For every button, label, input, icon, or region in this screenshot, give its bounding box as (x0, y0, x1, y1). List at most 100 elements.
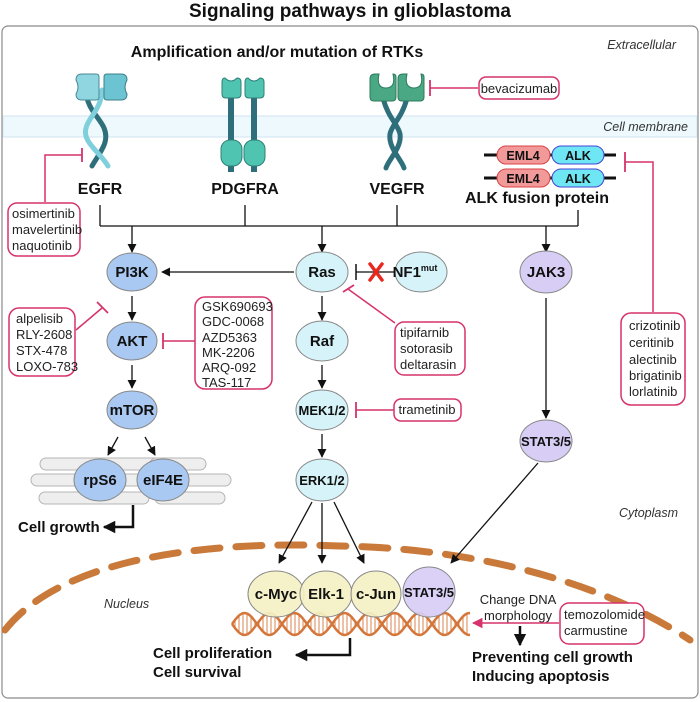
inhibit-line-alk (625, 161, 654, 312)
receptor-label-vegfr: VEGFR (369, 181, 425, 198)
pdgfra-receptor-icon (220, 77, 266, 172)
drug-alpelisib: alpelisib (16, 311, 63, 326)
receptor-label-pdgfra: PDGFRA (211, 181, 279, 198)
arrow-mtor-to-rps6 (107, 436, 119, 456)
drug-ceritinib: ceritinib (629, 335, 674, 350)
node-akt (106, 321, 158, 361)
node-mek (295, 389, 349, 431)
fusion-part-eml4-1: EML4 (506, 149, 539, 163)
node-label-elk1: Elk-1 (308, 586, 344, 603)
nf1-text: NF1 (393, 264, 421, 281)
node-label-pi3k: PI3K (115, 264, 149, 281)
node-stat-nucleus (402, 566, 456, 618)
drug-box-alk (620, 312, 686, 406)
drug-stx-478: STX-478 (16, 343, 67, 358)
node-label-mtor: mTOR (110, 402, 155, 419)
ribosome-icon (30, 457, 232, 505)
note-change-dna: Change DNA (480, 592, 557, 607)
drug-carmustine: carmustine (564, 623, 628, 638)
node-label-jak3: JAK3 (527, 264, 565, 281)
node-label-cmyc: c-Myc (255, 586, 298, 603)
arrow-to-proliferation (294, 638, 352, 662)
node-label-cjun: c-Jun (356, 586, 396, 603)
fusion-part-alk-2: ALK (565, 172, 591, 186)
drug-osimertinib: osimertinib (12, 206, 75, 221)
node-eif4e (136, 458, 190, 502)
region-nucleus-label: Nucleus (104, 597, 149, 611)
node-jak3 (519, 250, 573, 294)
drug-gdc-0068: GDC-0068 (202, 314, 264, 329)
alk-fusion-label: ALK fusion protein (465, 190, 609, 207)
drug-temozolomide: temozolomide (564, 607, 645, 622)
drug-box-bevacizumab (478, 76, 560, 100)
region-membrane-label: Cell membrane (603, 120, 688, 134)
drug-mavelertinib: mavelertinib (12, 222, 82, 237)
inhibit-line-ras (347, 288, 396, 324)
drug-alectinib: alectinib (629, 352, 677, 367)
drug-lorlatinib: lorlatinib (629, 384, 677, 399)
drug-azd5363: AZD5363 (202, 330, 257, 345)
drug-loxo-783: LOXO-783 (16, 359, 78, 374)
note-morphology: morphology (484, 608, 552, 623)
arrow-mtor-to-eif4e (144, 436, 156, 456)
drug-box-akt (194, 296, 273, 390)
inhibit-line-egfr (44, 154, 82, 202)
node-label-nf1: NF1mut (393, 263, 438, 281)
fusion-part-eml4-2: EML4 (506, 172, 539, 186)
outcome-preventing-growth: Preventing cell growth (472, 649, 633, 666)
node-label-raf: Raf (310, 333, 335, 350)
node-label-erk: ERK1/2 (299, 473, 345, 488)
drug-tas-117: TAS-117 (202, 375, 251, 390)
drug-box-dna (559, 602, 645, 645)
arrow-to-cell-growth (102, 505, 135, 534)
outcome-proliferation: Cell proliferation (153, 645, 272, 662)
drug-deltarasin: deltarasin (400, 357, 456, 372)
arrow-stat-to-nucleus (450, 462, 539, 564)
drug-naquotinib: naquotinib (12, 238, 72, 253)
fusion-part-alk-1: ALK (565, 149, 591, 163)
drug-arq-092: ARQ-092 (202, 360, 256, 375)
nuclear-envelope (1, 541, 694, 644)
receptor-label-egfr: EGFR (78, 181, 123, 198)
drug-rly-2608: RLY-2608 (16, 327, 72, 342)
inhibit-line-pi3k (75, 307, 103, 331)
drug-box-pi3k (8, 307, 76, 377)
drug-box-ras (394, 321, 466, 376)
rtk-subtitle: Amplification and/or mutation of RTKs (131, 44, 424, 61)
outcome-apoptosis: Inducing apoptosis (472, 668, 610, 685)
node-rps6 (73, 458, 127, 502)
inhibit-bar-pi3k (96, 301, 109, 314)
vegfr-receptor-icon (369, 73, 425, 171)
node-ras (295, 251, 349, 293)
region-cytoplasm-label: Cytoplasm (619, 506, 678, 520)
drug-mk-2206: MK-2206 (202, 345, 255, 360)
node-pi3k (106, 252, 158, 292)
drug-brigatinib: brigatinib (629, 368, 682, 383)
node-nf1-mut (394, 251, 448, 293)
cell-frame (1, 25, 699, 699)
cell-membrane-band (2, 115, 698, 138)
node-label-ras: Ras (308, 264, 336, 281)
outcome-survival: Cell survival (153, 664, 241, 681)
drug-box-mek (393, 398, 462, 422)
nf1-superscript: mut (421, 263, 438, 273)
drug-sotorasib: sotorasib (400, 341, 453, 356)
node-label-akt: AKT (117, 333, 148, 350)
egfr-receptor-icon (75, 73, 128, 169)
node-mtor (106, 390, 158, 430)
node-stat-cytoplasm (519, 419, 573, 463)
node-label-rps6: rpS6 (83, 472, 116, 489)
drug-gsk690693: GSK690693 (202, 299, 273, 314)
dna-strand-2 (230, 611, 471, 637)
drug-tipifarnib: tipifarnib (400, 325, 449, 340)
node-label-mek: MEK1/2 (299, 403, 346, 418)
arrow-erk-to-cjun (333, 501, 365, 564)
alk-fusion-protein-icon (484, 145, 616, 188)
blocked-x-icon (368, 262, 384, 282)
arrow-erk-to-cmyc (278, 501, 313, 564)
node-label-eif4e: eIF4E (143, 472, 183, 489)
drug-crizotinib: crizotinib (629, 318, 680, 333)
outcome-cell-growth: Cell growth (18, 519, 100, 536)
node-label-stat-nucleus: STAT3/5 (404, 585, 454, 600)
